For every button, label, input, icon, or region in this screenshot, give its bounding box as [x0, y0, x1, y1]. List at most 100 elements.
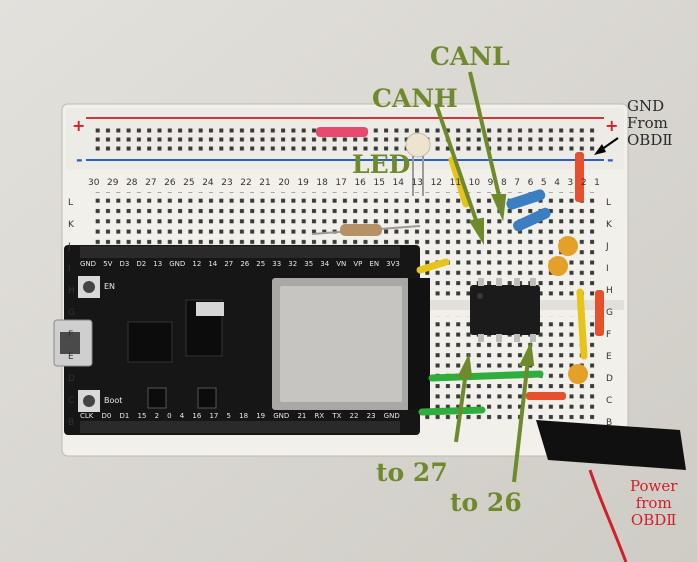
- esp32-pin-label: EN: [369, 260, 380, 268]
- esp32-pin-label: 5V: [103, 260, 113, 268]
- boot-silk-label: Boot: [104, 396, 123, 405]
- esp32-pin-label: 25: [256, 260, 266, 268]
- blue-resistor-1: [506, 189, 546, 210]
- led-component: [405, 132, 431, 196]
- column-number: 18: [316, 178, 328, 188]
- esp32-pin-label: 21: [297, 412, 307, 420]
- column-number: 2: [580, 178, 587, 188]
- esp32-pin-label: TX: [332, 412, 342, 420]
- column-number: 25: [183, 178, 195, 188]
- row-letter: I: [68, 264, 71, 274]
- red-wire-bottom: [526, 392, 566, 400]
- column-number: 5: [540, 178, 547, 188]
- annotation-arrows: [434, 71, 535, 483]
- esp32-pin-label: VP: [353, 260, 363, 268]
- column-number: 27: [145, 178, 157, 188]
- esp32-pin-label: 4: [179, 412, 185, 420]
- row-letter: K: [606, 220, 612, 230]
- esp32-pin-label: 17: [209, 412, 219, 420]
- esp32-pin-label: 12: [192, 260, 202, 268]
- esp32-pin-label: 34: [320, 260, 330, 268]
- esp32-pin-label: 33: [272, 260, 282, 268]
- esp32-pin-label: GND: [169, 260, 186, 268]
- blue-resistor-2: [512, 207, 551, 232]
- power-line-3: OBDⅡ: [630, 511, 677, 529]
- capacitor-1: [558, 236, 578, 256]
- power-line-2: from: [635, 494, 672, 512]
- gnd-line-3: OBDⅡ: [627, 131, 673, 149]
- esp32-pin-label: 35: [304, 260, 314, 268]
- column-number: 12: [430, 178, 443, 188]
- en-silk-label: EN: [104, 282, 116, 291]
- rail-resistor: [316, 127, 368, 137]
- column-number: 17: [335, 178, 347, 188]
- esp32-pin-label: RX: [314, 412, 325, 420]
- gnd-wire: [575, 152, 584, 202]
- green-wire-1: [428, 370, 544, 382]
- esp32-pin-label: 2: [154, 412, 160, 420]
- esp32-pin-label: VN: [336, 260, 347, 268]
- power-from-obd-label: Power from OBDⅡ: [630, 478, 677, 529]
- esp32-pin-label: D3: [119, 260, 130, 268]
- column-number: 8: [500, 178, 507, 188]
- rail-plus-left: +: [72, 116, 86, 135]
- row-letter: E: [606, 352, 612, 362]
- column-number: 9: [487, 178, 494, 188]
- row-letter: H: [606, 286, 613, 296]
- yellow-wire-2: [416, 258, 450, 274]
- row-letter: C: [68, 396, 75, 406]
- row-letter: F: [68, 330, 74, 340]
- led-label: LED: [352, 150, 411, 179]
- red-wire-right: [595, 290, 604, 336]
- column-number: 30: [88, 178, 100, 188]
- esp32-pin-label: 16: [192, 412, 202, 420]
- esp32-pin-label: 19: [256, 412, 266, 420]
- gnd-arrow: [594, 137, 619, 155]
- column-number: 19: [297, 178, 309, 188]
- rail-minus-left: -: [76, 150, 83, 169]
- esp32-pin-label: D2: [136, 260, 147, 268]
- capacitor-3: [568, 364, 588, 384]
- column-number: 10: [468, 178, 481, 188]
- esp32-pin-label: 27: [224, 260, 234, 268]
- esp32-pin-label: 32: [288, 260, 298, 268]
- to-27-label: to 27: [376, 458, 448, 487]
- column-number: 6: [527, 178, 534, 188]
- esp32-pin-label: 18: [239, 412, 249, 420]
- row-letter: I: [606, 264, 609, 274]
- row-letter: E: [68, 352, 74, 362]
- led-resistor: [311, 224, 421, 236]
- column-number: 23: [221, 178, 233, 188]
- column-number: 14: [392, 178, 404, 188]
- power-connector: [536, 420, 686, 562]
- column-number: 15: [373, 178, 385, 188]
- row-letter: J: [606, 242, 609, 252]
- esp32-pin-label: D0: [101, 412, 112, 420]
- power-line-1: Power: [630, 477, 678, 495]
- esp32-devkit: [53, 245, 430, 435]
- column-number: 16: [354, 178, 366, 188]
- column-number: 11: [449, 178, 462, 188]
- column-number: 20: [278, 178, 290, 188]
- esp32-pin-label: D1: [119, 412, 130, 420]
- rail-minus-right: -: [607, 150, 614, 169]
- esp32-pin-label: GND: [80, 260, 97, 268]
- row-letter: G: [606, 308, 613, 318]
- column-number: 13: [411, 178, 423, 188]
- esp32-pin-label: GND: [273, 412, 290, 420]
- esp32-pin-label: 3V3: [386, 260, 400, 268]
- column-number: 1: [594, 178, 600, 188]
- esp32-pin-label: 22: [349, 412, 359, 420]
- esp32-pin-label: 5: [226, 412, 231, 420]
- column-number: 28: [126, 178, 138, 188]
- column-number: 29: [107, 178, 119, 188]
- row-letter: H: [68, 286, 75, 296]
- column-number: 3: [567, 178, 574, 188]
- esp32-pin-label: 26: [240, 260, 250, 268]
- row-letter: D: [68, 374, 75, 384]
